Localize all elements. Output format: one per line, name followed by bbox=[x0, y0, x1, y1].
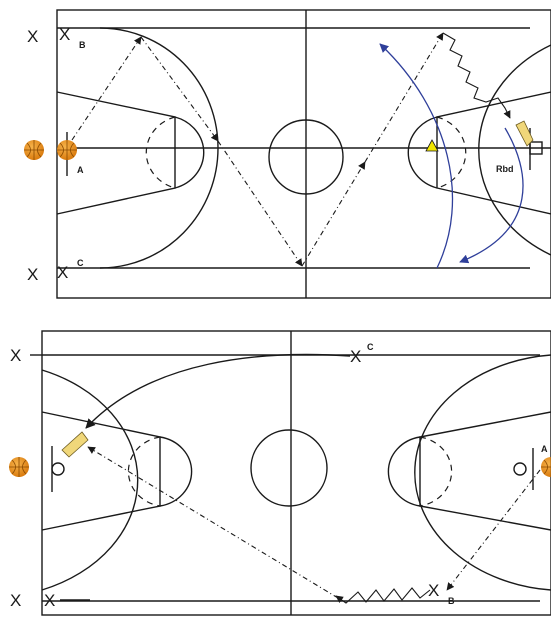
top-cut-path-1 bbox=[379, 43, 454, 269]
top-pass-b-to-wing bbox=[140, 36, 219, 142]
top-right-key bbox=[436, 91, 551, 215]
shoe-icon bbox=[61, 431, 89, 458]
bottom-right-ft-circle-dashed bbox=[419, 436, 453, 507]
bottom-right-rim bbox=[513, 462, 527, 476]
bottom-player-x-bench-bottom: X bbox=[10, 591, 21, 610]
top-left-ft-circle-dashed bbox=[145, 116, 176, 189]
bottom-cut-path-c bbox=[85, 353, 351, 429]
basketball-icon bbox=[57, 140, 77, 160]
bottom-left-ft-circle bbox=[159, 436, 193, 507]
bottom-left-three-point-arc bbox=[41, 369, 139, 591]
top-label-c: C bbox=[77, 258, 84, 268]
top-pass-mid-to-corner bbox=[364, 32, 444, 163]
top-court: X X B X X C A Rbd bbox=[24, 9, 551, 299]
bottom-center-circle bbox=[250, 429, 328, 507]
top-player-x-c: X bbox=[57, 263, 68, 282]
top-right-rim bbox=[529, 141, 543, 155]
basketball-icon bbox=[9, 457, 29, 477]
top-pass-a-to-b bbox=[71, 36, 142, 141]
top-player-x-b: X bbox=[59, 25, 70, 44]
basketball-icon bbox=[541, 457, 551, 477]
bottom-right-ft-circle bbox=[387, 436, 421, 507]
top-right-three-point-arc bbox=[478, 44, 551, 256]
bottom-pass-b-to-block bbox=[87, 446, 339, 599]
top-player-x-c-bench: X bbox=[27, 265, 38, 284]
top-label-a: A bbox=[77, 165, 84, 175]
bottom-player-x-b: X bbox=[428, 581, 439, 600]
top-right-ft-circle bbox=[407, 116, 438, 189]
top-dribble-path bbox=[442, 32, 511, 119]
top-center-circle bbox=[268, 119, 344, 195]
bottom-court: X X X X C X B A bbox=[9, 330, 551, 616]
bottom-left-rim bbox=[51, 462, 65, 476]
top-player-x-b-bench: X bbox=[27, 27, 38, 46]
top-right-ft-circle-dashed bbox=[436, 116, 467, 189]
cone-icon bbox=[425, 139, 439, 152]
top-label-b: B bbox=[79, 40, 86, 50]
top-pass-wing-to-c bbox=[217, 140, 303, 267]
basketball-icon bbox=[24, 140, 44, 160]
top-label-rbd: Rbd bbox=[496, 164, 514, 174]
bottom-label-a: A bbox=[541, 444, 548, 454]
bottom-right-three-point-arc bbox=[414, 354, 551, 591]
top-pass-c-to-mid bbox=[301, 161, 366, 267]
bottom-label-c: C bbox=[367, 342, 374, 352]
bottom-court-boundary bbox=[41, 330, 551, 616]
top-left-ft-circle bbox=[174, 116, 205, 189]
bottom-right-key bbox=[419, 411, 551, 531]
bottom-player-x-baseline: X bbox=[44, 591, 55, 610]
top-left-key bbox=[56, 91, 176, 215]
bottom-left-key bbox=[41, 411, 161, 531]
bottom-dribble-path bbox=[335, 587, 431, 604]
shoe-icon bbox=[515, 120, 534, 147]
bottom-player-x-bench-top: X bbox=[10, 346, 21, 365]
top-court-boundary bbox=[56, 9, 551, 299]
bottom-left-ft-circle-dashed bbox=[127, 436, 161, 507]
bottom-label-b: B bbox=[448, 596, 455, 606]
bottom-player-x-c: X bbox=[350, 347, 361, 366]
top-cut-path-2 bbox=[459, 127, 524, 264]
bottom-pass-a-to-b bbox=[446, 469, 541, 591]
top-left-three-point-arc bbox=[99, 27, 219, 269]
